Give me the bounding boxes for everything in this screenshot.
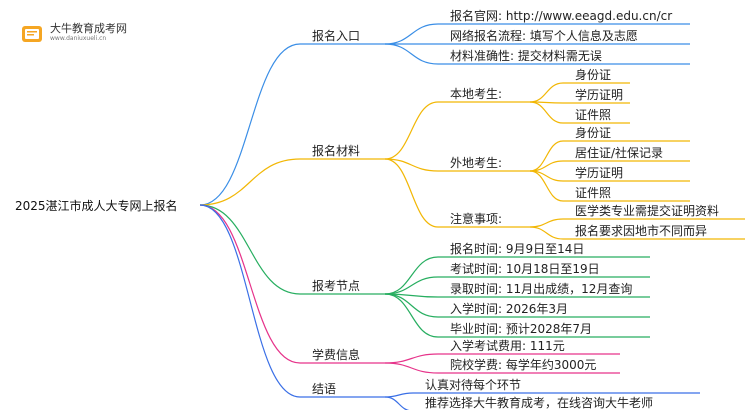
group-2-leaf-0: 医学类专业需提交证明资料 bbox=[575, 203, 719, 218]
group-1-leaf-1: 居住证/社保记录 bbox=[575, 145, 663, 160]
group-0-leaf-1: 学历证明 bbox=[575, 87, 623, 102]
edge-root-3 bbox=[199, 204, 301, 364]
branch-2-leaf-2: 录取时间: 11月出成绩，12月查询 bbox=[450, 282, 632, 296]
branch-3-label: 学费信息 bbox=[312, 347, 360, 362]
edge-branch-0-leaf-0 bbox=[384, 23, 439, 45]
branch-4-label: 结语 bbox=[312, 382, 336, 396]
edge-branch-3-leaf-0 bbox=[384, 353, 439, 364]
edge-group-1-leaf-0 bbox=[529, 140, 564, 172]
book-icon bbox=[22, 26, 42, 42]
branch-0-label: 报名入口 bbox=[312, 28, 360, 43]
branch-0-leaf-1: 网络报名流程: 填写个人信息及志愿 bbox=[450, 28, 638, 43]
group-1-leaf-0: 身份证 bbox=[575, 125, 611, 140]
edge-group-2-leaf-0 bbox=[529, 218, 564, 228]
edge-branch-3-leaf-1 bbox=[384, 362, 439, 374]
branch-2-leaf-3: 入学时间: 2026年3月 bbox=[450, 301, 568, 316]
edge-branch-1-group-0 bbox=[384, 101, 439, 160]
branch-3-leaf-1: 院校学费: 每学年约3000元 bbox=[450, 357, 596, 372]
branch-2-leaf-4: 毕业时间: 预计2028年7月 bbox=[450, 322, 592, 336]
branch-1-group-2-label: 注意事项: bbox=[450, 211, 502, 226]
branch-3-leaf-0: 入学考试费用: 111元 bbox=[450, 338, 565, 353]
edge-branch-1-group-1 bbox=[384, 158, 439, 172]
branch-4-leaf-0: 认真对待每个环节 bbox=[425, 377, 521, 392]
branch-0-leaf-0: 报名官网: http://www.eeagd.edu.cn/cr bbox=[450, 8, 672, 23]
logo-name: 大牛教育成考网 bbox=[50, 22, 127, 35]
edge-root-2 bbox=[199, 204, 301, 295]
branch-1-label: 报名材料 bbox=[312, 143, 360, 158]
group-1-leaf-2: 学历证明 bbox=[575, 165, 623, 180]
edge-group-0-leaf-2 bbox=[529, 101, 564, 124]
branch-0-leaf-2: 材料准确性: 提交材料需无误 bbox=[450, 48, 602, 63]
edge-root-0 bbox=[199, 43, 301, 206]
edge-branch-2-leaf-4 bbox=[384, 293, 439, 338]
edge-branch-0-leaf-2 bbox=[384, 43, 439, 65]
group-2-leaf-1: 报名要求因地市不同而异 bbox=[575, 223, 707, 238]
site-logo: 大牛教育成考网 www.daniuxueli.cn bbox=[20, 22, 180, 48]
branch-2-label: 报考节点 bbox=[312, 278, 360, 293]
edge-group-0-leaf-0 bbox=[529, 82, 564, 103]
edge-group-1-leaf-3 bbox=[529, 170, 564, 202]
group-0-leaf-0: 身份证 bbox=[575, 67, 611, 82]
group-0-leaf-2: 证件照 bbox=[575, 108, 611, 122]
edge-branch-1-group-2 bbox=[384, 158, 439, 228]
edge-root-1 bbox=[199, 158, 301, 206]
edge-branch-4-leaf-0 bbox=[384, 392, 414, 398]
edge-branch-4-leaf-1 bbox=[384, 396, 410, 410]
edge-branch-2-leaf-0 bbox=[384, 256, 439, 295]
branch-2-leaf-0: 报名时间: 9月9日至14日 bbox=[450, 241, 584, 256]
edge-branch-2-leaf-1 bbox=[384, 276, 439, 295]
root-node: 2025湛江市成人大专网上报名 bbox=[15, 198, 178, 213]
logo-url: www.daniuxueli.cn bbox=[50, 35, 107, 42]
branch-4-leaf-1: 推荐选择大牛教育成考，在线咨询大牛老师 bbox=[425, 395, 653, 410]
branch-2-leaf-1: 考试时间: 10月18日至19日 bbox=[450, 261, 600, 276]
branch-1-group-0-label: 本地考生: bbox=[450, 87, 502, 101]
edge-group-2-leaf-1 bbox=[529, 226, 564, 240]
branch-1-group-1-label: 外地考生: bbox=[450, 156, 502, 170]
edge-root-4 bbox=[199, 204, 301, 398]
group-1-leaf-3: 证件照 bbox=[575, 186, 611, 200]
